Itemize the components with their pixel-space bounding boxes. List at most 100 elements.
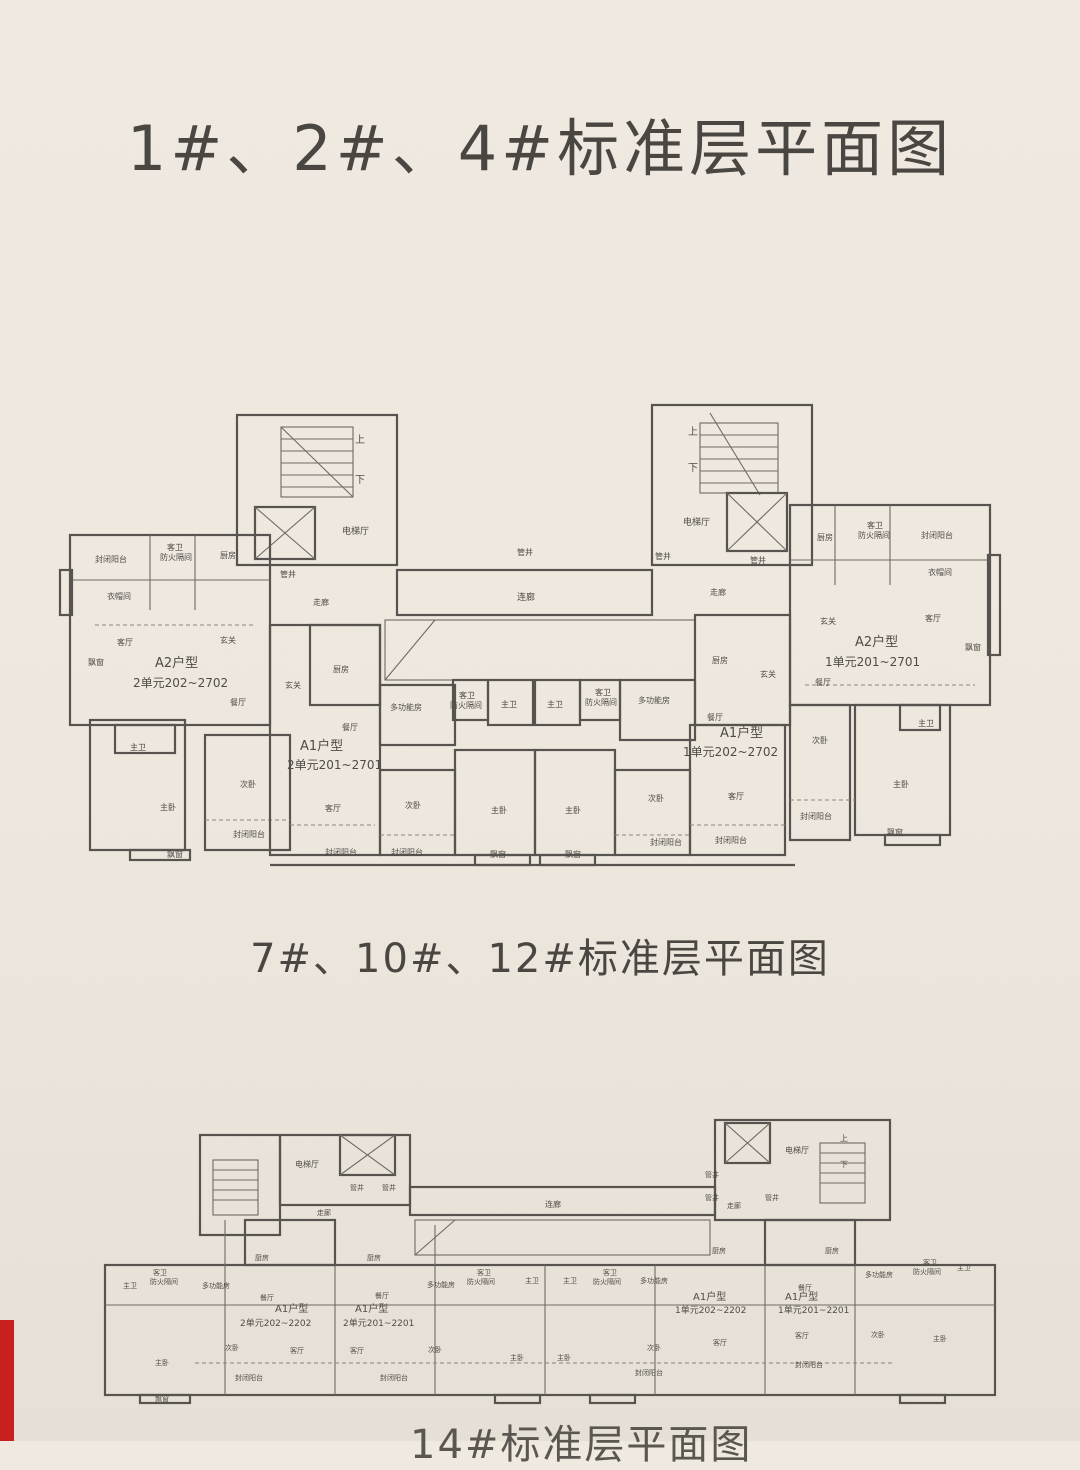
room-label: 次卧 [647, 1343, 661, 1352]
unit-type-label: A1户型 [275, 1302, 308, 1315]
plan2-walls [103, 1118, 997, 1405]
room-label: 客厅 [290, 1346, 304, 1355]
room-label: 厨房 [255, 1253, 269, 1262]
room-label: 客卫 [867, 520, 883, 530]
room-label: 封闭阳台 [95, 554, 127, 564]
room-label: 封闭阳台 [391, 847, 423, 857]
room-label: 次卧 [812, 735, 828, 745]
room-label: 客厅 [713, 1338, 727, 1347]
room-label: 主卫 [501, 699, 517, 709]
unit-range-label: 2单元201~2201 [343, 1317, 414, 1329]
room-label: 多功能房 [202, 1281, 230, 1290]
room-label: 主卧 [557, 1353, 571, 1362]
room-label: 飘窗 [155, 1394, 169, 1403]
plan2-floor-plan: 电梯厅 电梯厅 管井 管井 管井 管井 管井 走廊 走廊 连廊 上 下 客卫 防… [103, 1118, 997, 1405]
room-label: 主卫 [130, 742, 146, 752]
room-label: 餐厅 [342, 723, 358, 732]
room-label: 客卫 [603, 1268, 617, 1277]
room-label: 封闭阳台 [233, 829, 265, 839]
corridor-label: 走廊 [317, 1208, 331, 1217]
room-label: 防火隔间 [150, 1277, 178, 1286]
room-label: 多功能房 [865, 1270, 893, 1279]
plan2-title: 7#、10#、12#标准层平面图 [250, 936, 830, 982]
room-label: 飘窗 [965, 642, 981, 652]
room-label: 客厅 [350, 1346, 364, 1355]
room-label: 防火隔间 [160, 552, 192, 562]
room-label: 防火隔间 [913, 1267, 941, 1276]
lift-hall-label: 电梯厅 [683, 516, 710, 528]
room-label: 厨房 [367, 1253, 381, 1262]
room-label: 多功能房 [638, 695, 670, 705]
corridor-label: 走廊 [727, 1201, 741, 1210]
room-label: 厨房 [817, 532, 833, 542]
room-label: 主卫 [525, 1276, 539, 1285]
room-label: 防火隔间 [858, 530, 890, 540]
room-label: 客卫 [459, 690, 475, 700]
room-label: 客厅 [117, 637, 133, 647]
link-corridor-label: 连廊 [545, 1199, 561, 1209]
stair-up-label: 上 [355, 434, 365, 446]
red-edge-decoration [0, 1320, 14, 1441]
room-label: 封闭阳台 [235, 1373, 263, 1382]
room-label: 封闭阳台 [635, 1368, 663, 1377]
unit-range-label: 2单元202~2702 [133, 676, 228, 690]
room-label: 餐厅 [707, 713, 723, 722]
stair-up-label: 上 [688, 426, 698, 438]
room-label: 客卫 [923, 1258, 937, 1267]
pipe-shaft-label: 管井 [750, 555, 766, 565]
room-label: 封闭阳台 [325, 847, 357, 857]
room-label: 主卧 [160, 802, 176, 812]
room-label: 餐厅 [375, 1291, 389, 1300]
room-label: 玄关 [820, 616, 836, 626]
pipe-shaft-label: 管井 [655, 551, 671, 561]
room-label: 客卫 [153, 1268, 167, 1277]
room-label: 飘窗 [88, 657, 104, 667]
unit-type-label: A1户型 [693, 1290, 726, 1303]
pipe-shaft-label: 管井 [280, 569, 296, 579]
room-label: 封闭阳台 [795, 1360, 823, 1369]
room-label: 次卧 [240, 779, 256, 789]
plan1-walls [58, 403, 1002, 867]
pipe-shaft-label: 管井 [350, 1183, 364, 1192]
unit-range-label: 2单元201~2701 [287, 758, 382, 772]
pipe-shaft-label: 管井 [705, 1193, 719, 1202]
room-label: 飘窗 [887, 827, 903, 837]
plan1-floor-plan: 上 下 上 下 电梯厅 电梯厅 管井 管井 管井 管井 走廊 走廊 连廊 封闭阳… [58, 403, 1002, 867]
room-label: 次卧 [405, 800, 421, 810]
room-label: 多功能房 [427, 1280, 455, 1289]
room-label: 封闭阳台 [650, 837, 682, 847]
room-label: 餐厅 [260, 1293, 274, 1302]
room-label: 餐厅 [230, 698, 246, 707]
stair-down-label: 下 [840, 1160, 848, 1169]
room-label: 厨房 [333, 664, 349, 674]
lift-hall-label: 电梯厅 [785, 1145, 809, 1155]
room-label: 客厅 [795, 1331, 809, 1340]
room-label: 客厅 [325, 803, 341, 813]
pipe-shaft-label: 管井 [517, 547, 533, 557]
room-label: 主卫 [547, 699, 563, 709]
stair-up-label: 上 [840, 1134, 848, 1143]
unit-range-label: 1单元202~2702 [683, 745, 778, 759]
room-label: 客卫 [167, 542, 183, 552]
room-label: 客厅 [728, 791, 744, 801]
room-label: 客卫 [595, 687, 611, 697]
plan1-title: 1#、2#、4#标准层平面图 [126, 112, 954, 185]
unit-range-label: 2单元202~2202 [240, 1317, 311, 1329]
room-label: 飘窗 [167, 849, 183, 859]
room-label: 玄关 [760, 669, 776, 679]
room-label: 次卧 [871, 1330, 885, 1339]
pipe-shaft-label: 管井 [705, 1170, 719, 1179]
room-label: 餐厅 [815, 678, 831, 687]
room-label: 防火隔间 [593, 1277, 621, 1286]
room-label: 客卫 [477, 1268, 491, 1277]
room-label: 厨房 [825, 1246, 839, 1255]
room-label: 封闭阳台 [380, 1373, 408, 1382]
room-label: 厨房 [712, 1246, 726, 1255]
stair-down-label: 下 [355, 475, 365, 486]
corridor-label: 走廊 [313, 597, 329, 607]
room-label: 飘窗 [490, 849, 506, 859]
room-label: 主卧 [565, 805, 581, 815]
room-label: 防火隔间 [467, 1277, 495, 1286]
unit-range-label: 1单元201~2201 [778, 1304, 849, 1316]
room-label: 多功能房 [390, 702, 422, 712]
